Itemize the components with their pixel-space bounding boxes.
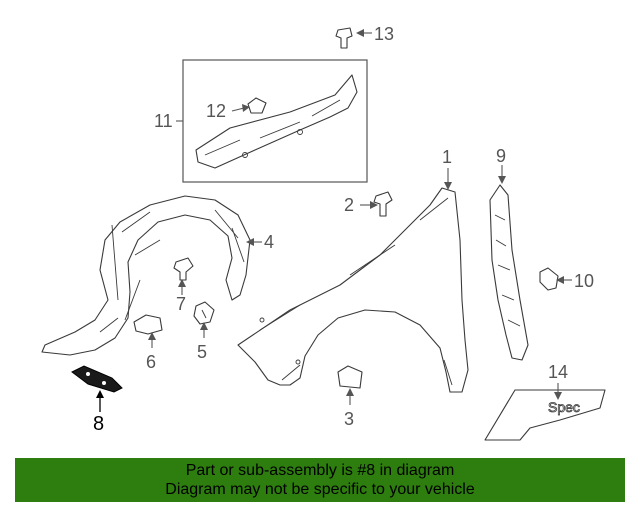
part-13-clip[interactable] — [335, 27, 353, 49]
part-1-fender[interactable] — [237, 187, 469, 393]
part-6-bolt[interactable] — [133, 314, 163, 335]
callout-9: 9 — [496, 146, 506, 166]
notice-banner: Part or sub-assembly is #8 in diagram Di… — [15, 458, 625, 502]
part-3-bracket[interactable] — [337, 365, 363, 389]
callout-1: 1 — [442, 147, 452, 167]
callout-5: 5 — [197, 342, 207, 362]
parts-diagram: Spec 1 2 3 4 5 6 7 8 9 10 11 12 13 14 — [41, 24, 606, 441]
part-9-seal[interactable] — [489, 184, 529, 361]
callout-7: 7 — [176, 294, 186, 314]
part-7-clip[interactable] — [173, 257, 194, 281]
callout-2: 2 — [344, 195, 354, 215]
callout-12: 12 — [206, 101, 226, 121]
callout-10: 10 — [574, 271, 594, 291]
part-14-emblem[interactable]: Spec — [484, 389, 606, 441]
part-12-clip[interactable] — [247, 97, 267, 114]
callout-14: 14 — [548, 362, 568, 382]
emblem-text: Spec — [548, 399, 580, 415]
callout-8: 8 — [93, 413, 104, 435]
part-4-fender-liner[interactable] — [41, 195, 251, 356]
banner-line-2: Diagram may not be specific to your vehi… — [165, 481, 475, 498]
callout-4: 4 — [264, 232, 274, 252]
banner-line-1: Part or sub-assembly is #8 in diagram — [185, 462, 455, 479]
callout-13: 13 — [374, 24, 394, 44]
part-5-clip[interactable] — [193, 301, 215, 325]
callout-11: 11 — [154, 111, 173, 131]
part-2-bolt[interactable] — [373, 191, 393, 217]
part-11-seal-panel[interactable] — [195, 74, 358, 169]
part-8-bracket[interactable] — [71, 365, 123, 393]
callout-3: 3 — [344, 409, 354, 429]
part-10-clip[interactable] — [539, 267, 559, 291]
callout-6: 6 — [146, 352, 156, 372]
